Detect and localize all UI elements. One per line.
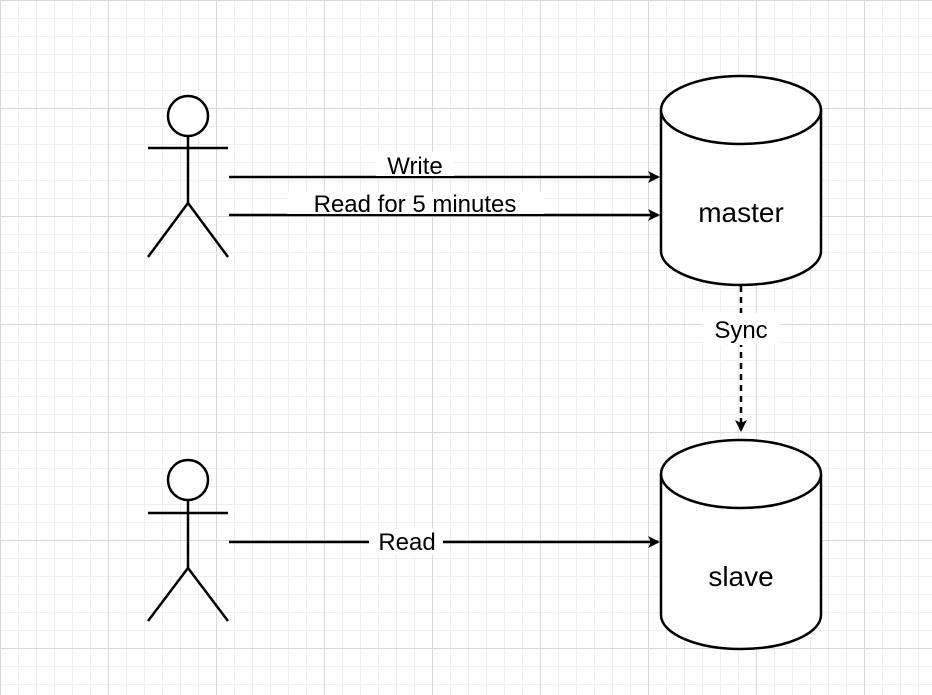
slave-label: slave xyxy=(708,561,773,592)
master-label: master xyxy=(698,197,784,228)
edge-sync-label: Sync xyxy=(714,317,767,344)
actor-right-leg xyxy=(187,567,229,622)
edge-read-for-5-minutes[interactable]: Read for 5 minutes xyxy=(229,191,660,221)
slave-cylinder-body xyxy=(659,474,823,651)
slave-cylinder-top xyxy=(659,438,823,510)
master-cylinder-top xyxy=(659,74,823,146)
master-cylinder-body xyxy=(659,110,823,287)
edge-read-label-bg xyxy=(369,529,443,555)
actor-head-icon xyxy=(166,94,210,138)
edge-read[interactable]: Read xyxy=(229,529,660,556)
master-database[interactable]: master xyxy=(659,74,823,287)
edge-write-label-bg xyxy=(376,152,454,176)
edge-read-for-5-minutes-label: Read for 5 minutes xyxy=(314,191,517,218)
edge-write[interactable]: Write xyxy=(229,152,660,183)
actor-user-bottom[interactable] xyxy=(147,458,229,622)
slave-database[interactable]: slave xyxy=(659,438,823,651)
edge-write-label: Write xyxy=(387,153,443,180)
actor-user-top[interactable] xyxy=(146,94,230,258)
actor-head-icon xyxy=(166,458,210,502)
actor-left-leg xyxy=(147,567,189,622)
edge-sync-label-bg xyxy=(702,313,780,345)
edge-read-for-5-minutes-label-bg xyxy=(287,192,544,214)
actor-left-leg xyxy=(146,202,190,258)
edge-sync[interactable]: Sync xyxy=(702,286,780,432)
actor-right-leg xyxy=(186,202,230,258)
edge-read-label: Read xyxy=(378,529,435,556)
